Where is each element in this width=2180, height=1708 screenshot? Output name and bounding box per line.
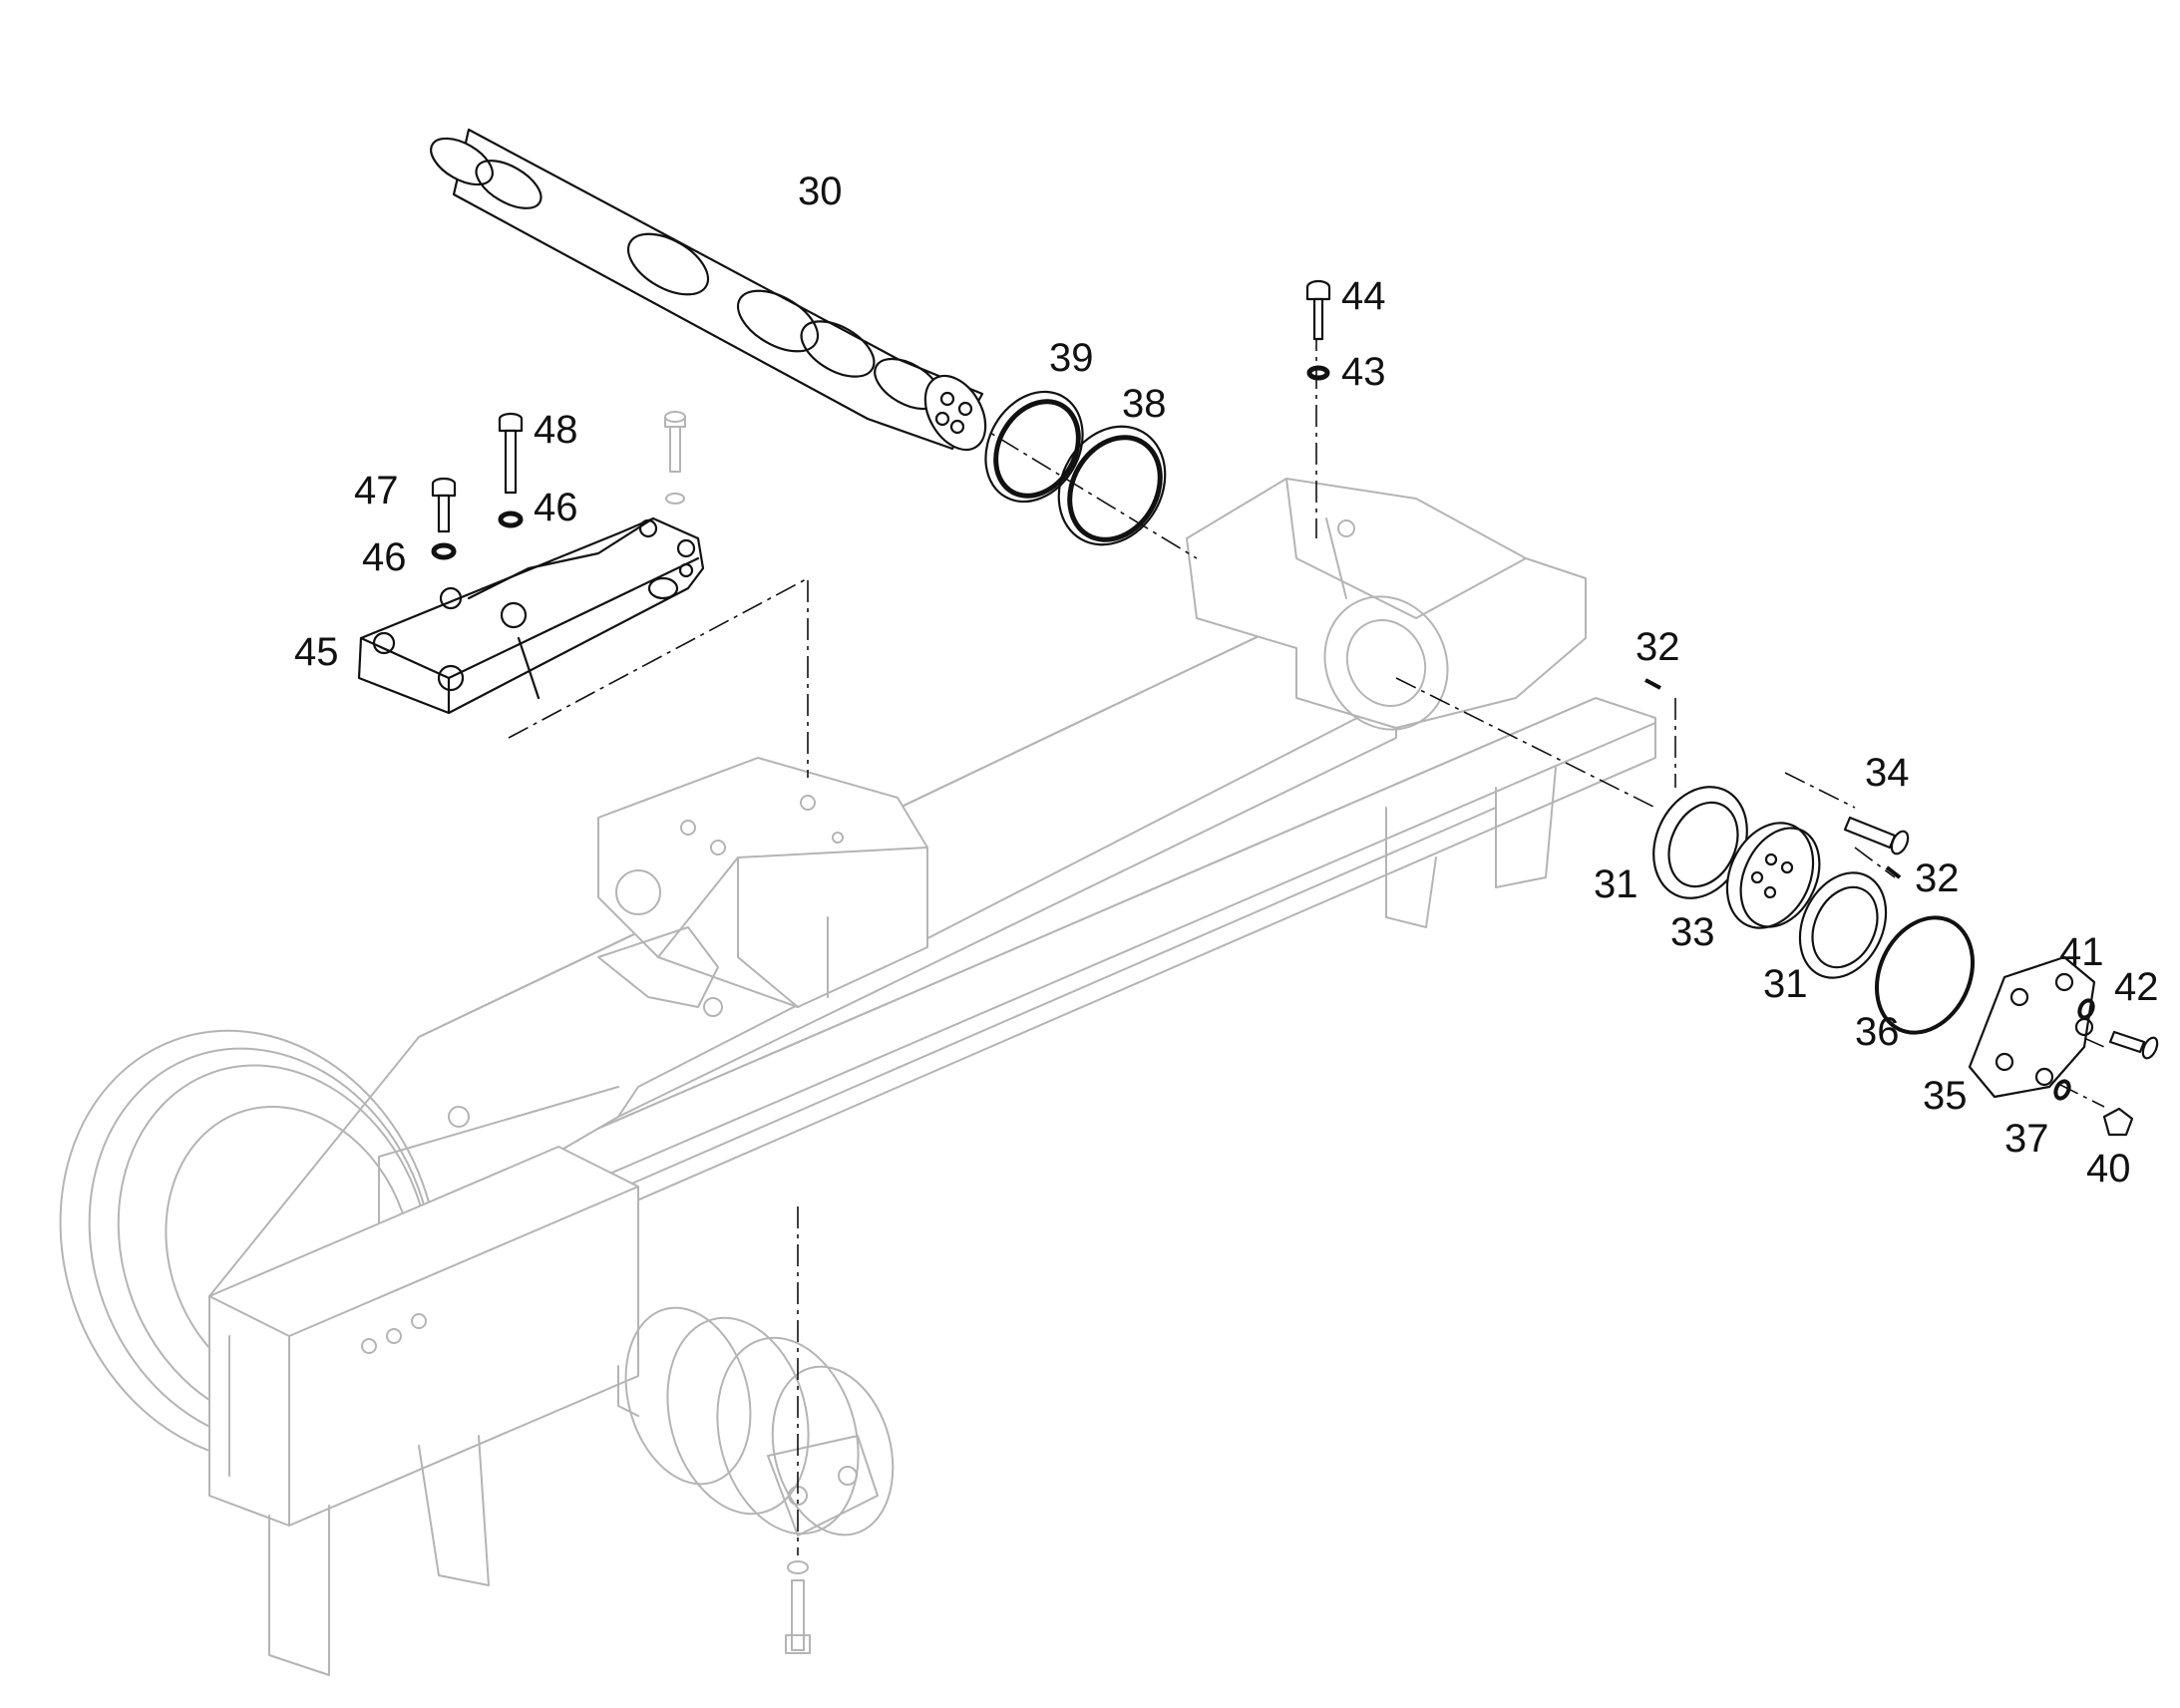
callout-48: 48 <box>534 408 578 452</box>
pin-32-a <box>1644 678 1661 690</box>
grease-fitting-44 <box>1305 279 1331 341</box>
callout-37: 37 <box>2004 1117 2049 1161</box>
callout-42: 42 <box>2114 965 2159 1009</box>
callout-34: 34 <box>1865 751 1910 795</box>
o-ring-36 <box>1874 915 1976 1035</box>
pin-32-b <box>1885 865 1902 879</box>
washer-43 <box>1306 365 1330 381</box>
callout-32-lower: 32 <box>1915 856 1960 900</box>
center-bracket <box>597 757 928 1008</box>
callout-35: 35 <box>1923 1074 1968 1118</box>
seal-ring-38 <box>1057 425 1167 546</box>
plug-40 <box>2102 1107 2134 1137</box>
callout-39: 39 <box>1049 336 1094 380</box>
washer-41 <box>2077 998 2095 1020</box>
callout-46-lower: 46 <box>362 535 407 579</box>
washer-37 <box>2053 1079 2071 1101</box>
bolt-42 <box>2108 1030 2159 1060</box>
callout-38: 38 <box>1122 382 1167 426</box>
thrust-plate-33 <box>1725 822 1821 929</box>
callout-30: 30 <box>798 170 843 213</box>
callout-31-second: 31 <box>1763 962 1808 1006</box>
idler-yoke <box>208 1146 639 1527</box>
bracket-45 <box>357 516 705 715</box>
track-roller <box>617 1306 895 1537</box>
callouts: 30 39 38 44 43 48 47 46 46 45 32 34 32 3… <box>294 170 2159 1191</box>
callout-41: 41 <box>2059 930 2104 974</box>
track-frame-assembly <box>59 478 1656 1676</box>
callout-43: 43 <box>1341 350 1386 394</box>
roller-bolt <box>785 1560 811 1654</box>
washer-46-b <box>431 542 457 560</box>
bolt-48 <box>498 412 524 495</box>
callout-47: 47 <box>354 469 399 512</box>
callout-46-upper: 46 <box>534 486 578 529</box>
callout-33: 33 <box>1670 910 1715 954</box>
seal-ring-39 <box>984 390 1084 504</box>
callout-36: 36 <box>1855 1010 1900 1054</box>
pivot-shaft-30 <box>430 128 987 452</box>
callout-45: 45 <box>294 630 339 674</box>
callout-40: 40 <box>2086 1147 2131 1191</box>
shim-31-b <box>1798 871 1888 979</box>
washer-46-a <box>498 511 524 528</box>
end-cover-35 <box>1968 955 2096 1099</box>
bolt-34 <box>1843 816 1910 855</box>
callout-32-upper: 32 <box>1635 625 1680 669</box>
bolt-47 <box>431 477 457 533</box>
bracket-bolt-ghost <box>664 411 686 505</box>
callout-31-first: 31 <box>1594 862 1638 906</box>
callout-44: 44 <box>1341 274 1386 318</box>
